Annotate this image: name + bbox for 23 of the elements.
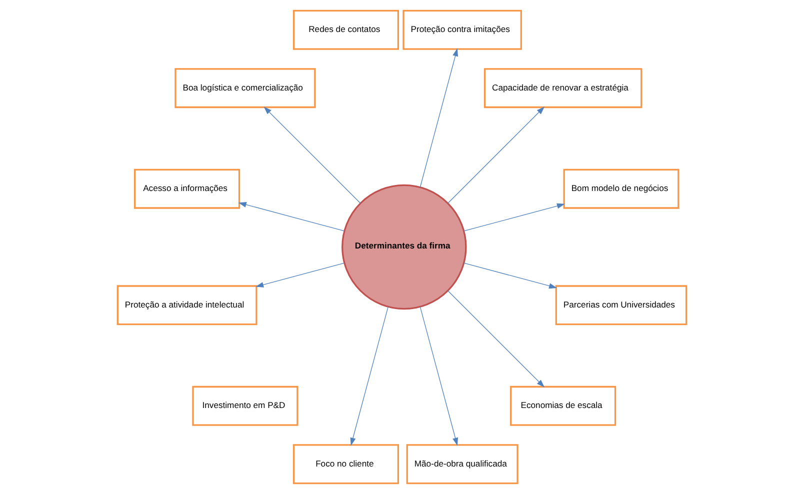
arrow bbox=[463, 203, 564, 232]
arrow bbox=[350, 306, 388, 446]
node-box: Boa logística e comercialização bbox=[174, 68, 316, 108]
node-circle: Determinantes da firma bbox=[341, 184, 466, 310]
arrow bbox=[447, 106, 544, 204]
arrow bbox=[419, 48, 458, 188]
arrow bbox=[419, 306, 458, 446]
node-box: Economias de escala bbox=[510, 386, 616, 426]
node-box: Mão-de-obra qualificada bbox=[406, 444, 518, 484]
node-box: Redes de contatos bbox=[292, 10, 399, 50]
node-box: Acesso a informações bbox=[134, 168, 240, 209]
node-box: Bom modelo de negócios bbox=[562, 168, 679, 209]
node-box: Parcerias com Universidades bbox=[554, 285, 687, 326]
arrow bbox=[263, 106, 360, 204]
node-box: Proteção contra imitações bbox=[402, 10, 522, 50]
arrow bbox=[463, 262, 556, 289]
arrow bbox=[255, 262, 344, 288]
node-box: Capacidade de renovar a estratégia bbox=[483, 68, 642, 108]
arrow bbox=[447, 290, 544, 388]
node-box: Investimento em P&D bbox=[192, 386, 298, 426]
node-box: Foco no cliente bbox=[292, 444, 399, 484]
node-box: Proteção a atividade intelectual bbox=[116, 285, 257, 326]
arrow bbox=[238, 202, 344, 232]
